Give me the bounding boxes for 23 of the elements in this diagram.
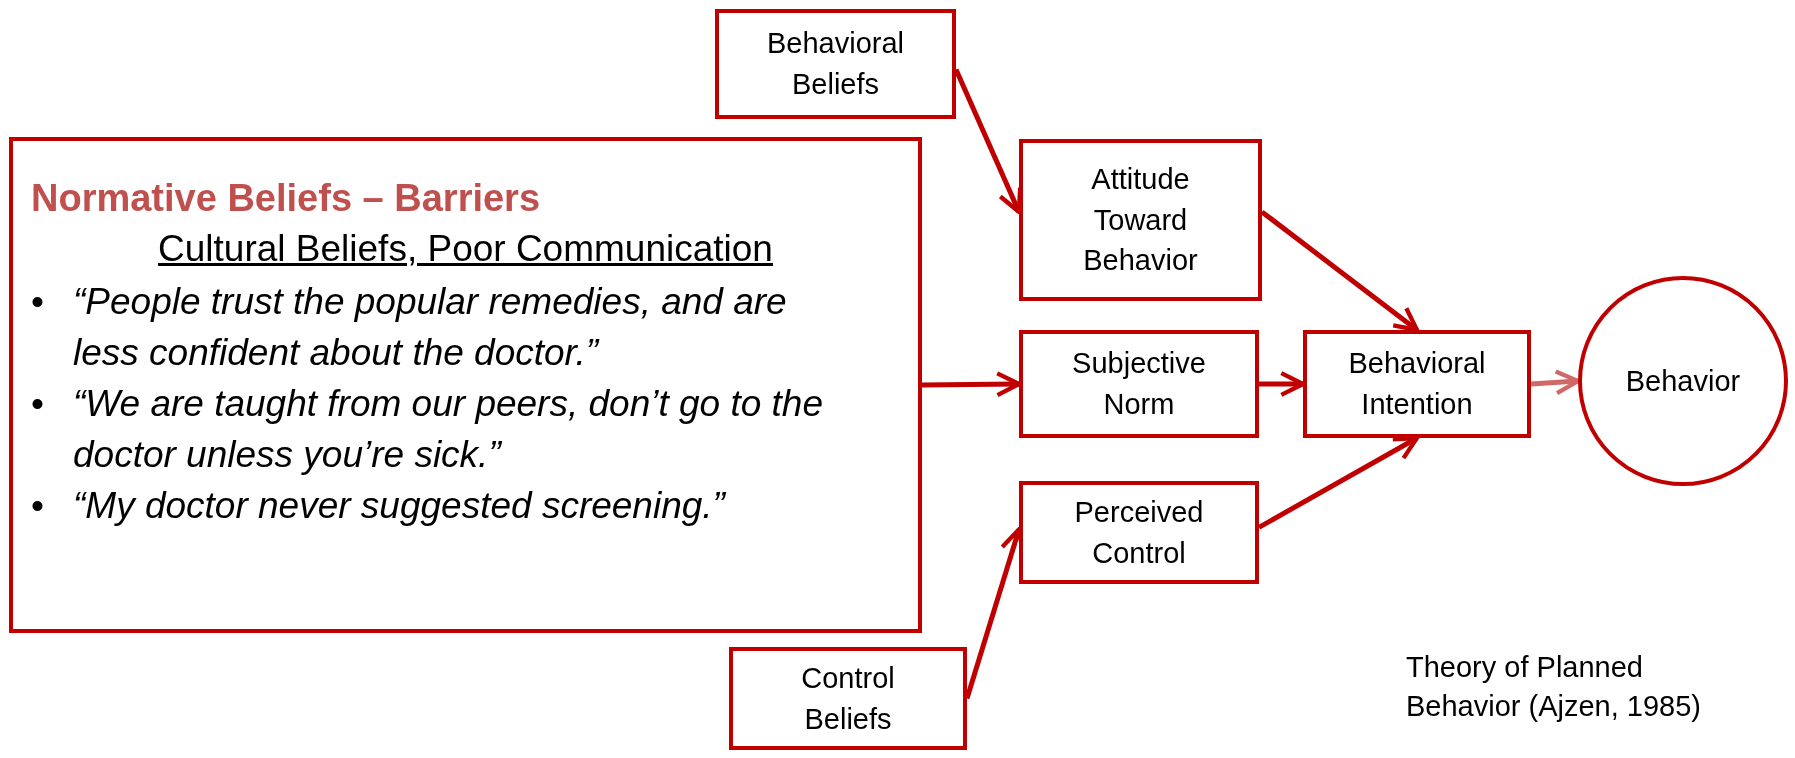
- box-label: Control Beliefs: [800, 660, 896, 737]
- concept-box: [1019, 139, 1262, 301]
- subheading: Cultural Beliefs, Poor Communication: [157, 228, 774, 270]
- concept-box: [1303, 330, 1531, 438]
- box-label: Perceived Control: [1073, 494, 1205, 571]
- quote: “We are taught from our peers, don’t go to the doctor unless you’re sick.”: [73, 382, 824, 478]
- concept-box: [1019, 481, 1259, 584]
- bullet: •: [31, 280, 45, 324]
- heading: Normative Beliefs – Barriers: [31, 177, 542, 220]
- citation-note: Theory of Planned Behavior (Ajzen, 1985): [1406, 650, 1702, 725]
- box-label: Behavioral Beliefs: [766, 26, 905, 102]
- bullet: •: [31, 382, 45, 427]
- bullet: •: [31, 484, 45, 529]
- box-label: Attitude Toward Behavior: [1082, 162, 1199, 279]
- text-panel: [9, 137, 922, 633]
- box-label: Behavioral Intention: [1347, 346, 1487, 422]
- box-label: Subjective Norm: [1071, 346, 1207, 422]
- concept-box: [715, 9, 956, 119]
- box-label: Behavior: [1624, 363, 1742, 399]
- quote: “My doctor never suggested screening.”: [73, 484, 725, 529]
- concept-box: [1019, 330, 1259, 438]
- quote: “People trust the popular remedies, and are less confident about the doctor.”: [73, 280, 788, 376]
- concept-box: [729, 647, 967, 750]
